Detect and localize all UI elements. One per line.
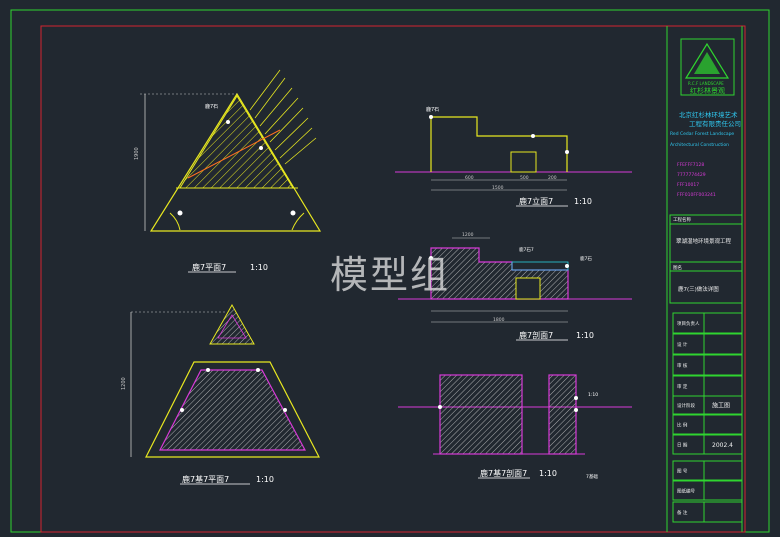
- plan-scale: 1:10: [250, 263, 268, 272]
- plan-view[interactable]: 鹿7石 1900 鹿7平面7 1:10: [134, 69, 322, 273]
- phone-3: FFF10017: [677, 182, 699, 188]
- section-title: 鹿7剖面7: [519, 330, 553, 340]
- base-plan-view[interactable]: 1200 鹿7基7平面7 1:10: [121, 303, 320, 485]
- plan-label: 鹿7石: [205, 103, 218, 110]
- title-row: [672, 501, 743, 523]
- project-label: 工程名称: [673, 216, 691, 223]
- section-scale: 1:10: [576, 331, 594, 340]
- company-en-1: Red Cedar Forest Landscape: [670, 131, 734, 137]
- title-row: [672, 414, 743, 435]
- title-row: [672, 480, 743, 501]
- elevation-scale: 1:10: [574, 197, 592, 206]
- base-section-scale: 1:10: [539, 469, 557, 478]
- title-block[interactable]: R.C.F LANDSCAPE 红杉林景观 北京红杉林环境艺术 工程有限责任公司…: [666, 26, 743, 532]
- title-row-value: 2002.4: [712, 442, 733, 449]
- elev-top-label: 鹿7石: [426, 106, 439, 113]
- company-logo: R.C.F LANDSCAPE 红杉林景观: [680, 38, 735, 96]
- title-row-label: 备 注: [677, 509, 688, 516]
- sec-bottom-dim: 1800: [493, 317, 505, 323]
- watermark: 模型组: [330, 253, 451, 297]
- title-row-label: 设 计: [677, 341, 688, 348]
- drawing-name: 鹿7(三)做法详图: [678, 285, 719, 293]
- project-name: 翠湖湿地环境景观工程: [676, 237, 732, 245]
- base-plan-title: 鹿7基7平面7: [182, 474, 229, 484]
- base-plan-scale: 1:10: [256, 475, 274, 484]
- title-row-label: 审 核: [677, 362, 688, 369]
- phone-1: FFEFFF7128: [677, 162, 704, 168]
- title-row-label: 项目负责人: [677, 320, 700, 327]
- elev-total-dim: 1500: [492, 185, 504, 191]
- title-row: [672, 395, 743, 415]
- elev-dim-left: 600: [465, 175, 474, 181]
- phone-2: 7777774429: [677, 172, 706, 178]
- title-row-label: 审 定: [677, 383, 688, 390]
- elev-dim-mid: 500: [520, 175, 529, 181]
- section-view[interactable]: 1200 鹿7石7 鹿7石 1800 鹿7剖面7 1:10: [398, 232, 632, 341]
- base-section-view[interactable]: 1:10 鹿7基7剖面7 1:10 7基础: [398, 374, 632, 480]
- title-row: [672, 460, 743, 481]
- title-row-label: 比 例: [677, 422, 688, 429]
- title-row-label: 设计阶段: [677, 402, 695, 409]
- plan-height-dim: 1900: [134, 147, 140, 160]
- title-row-label: 日 期: [677, 443, 688, 449]
- title-row-label: 图纸编号: [677, 488, 695, 495]
- title-row: [672, 434, 743, 455]
- phone-4: FFF010FF003241: [677, 192, 716, 198]
- sec-note-1: 鹿7石7: [519, 246, 534, 253]
- title-row: [672, 354, 743, 376]
- inner-frame: [40, 25, 746, 533]
- logo-subcaption: R.C.F LANDSCAPE: [688, 81, 724, 86]
- elevation-title: 鹿7立面7: [519, 196, 553, 206]
- title-row-value: 施工图: [712, 402, 730, 410]
- base-section-title: 鹿7基7剖面7: [480, 468, 527, 478]
- drawing-label: 图名: [673, 264, 682, 271]
- plan-title: 鹿7平面7: [192, 262, 226, 272]
- base-height-dim: 1200: [121, 377, 127, 390]
- title-row-label: 图 号: [677, 469, 688, 475]
- base-sec-note: 1:10: [588, 392, 598, 398]
- elev-dim-right: 200: [548, 175, 557, 181]
- elevation-view[interactable]: 鹿7石 600 500 200 1500 鹿7立面7 1:10: [395, 106, 632, 207]
- footnote: 7基础: [586, 473, 598, 480]
- sec-top-label: 1200: [462, 232, 474, 238]
- logo-caption: 红杉林景观: [690, 86, 725, 95]
- company-cn-2: 工程有限责任公司: [689, 119, 741, 128]
- title-row: [672, 333, 743, 355]
- title-row: [672, 312, 743, 334]
- sec-note-2: 鹿7石: [580, 255, 592, 262]
- company-en-2: Architectural Construction: [670, 142, 729, 148]
- company-cn-1: 北京红杉林环境艺术: [679, 110, 738, 119]
